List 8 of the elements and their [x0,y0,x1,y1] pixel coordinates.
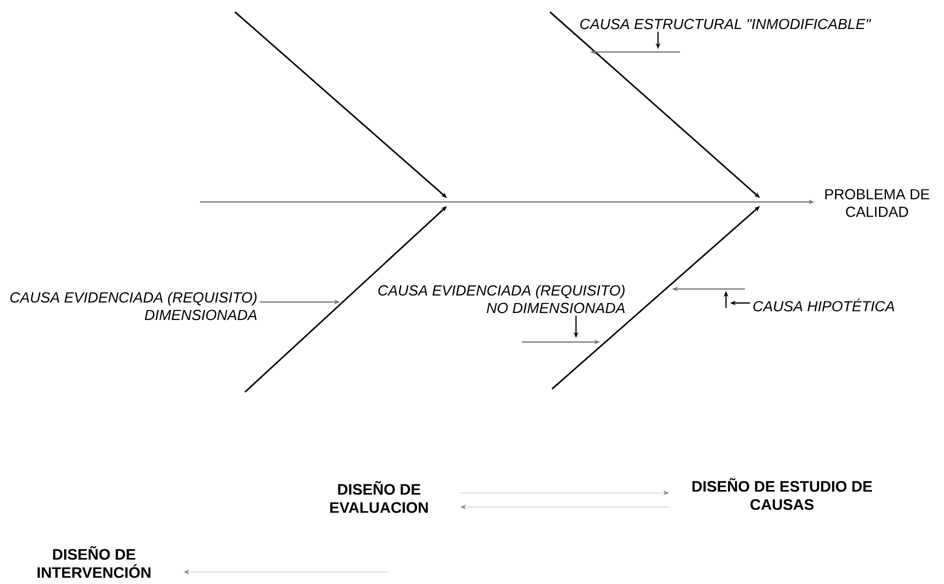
heading-label: DISEÑO DE INTERVENCIÓN [38,546,150,578]
heading-label: DISEÑO DE EVALUACION [330,481,428,513]
heading-label: PROBLEMA DE CALIDAD [825,189,930,217]
cause-label: CAUSA ESTRUCTURAL "INMODIFICABLE" [580,18,872,30]
cause-label: CAUSA EVIDENCIADA (REQUISITO) NO DIMENSIONADA [378,284,625,314]
cause-label: CAUSA HIPOTÉTICA [753,298,894,312]
heading-label: DISEÑO DE ESTUDIO DE CAUSAS [692,478,872,510]
cause-label: CAUSA EVIDENCIADA (REQUISITO) DIMENSIONADA [10,292,257,320]
